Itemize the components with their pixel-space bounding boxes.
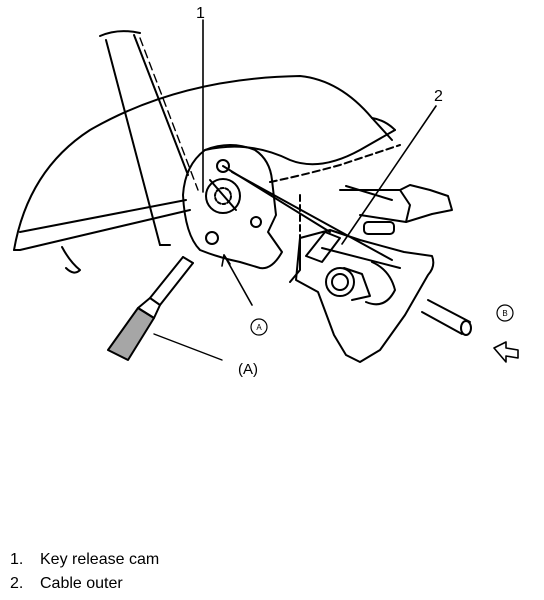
callout-2: 2 — [434, 88, 443, 105]
circle-callout-a-label: A — [256, 323, 262, 332]
lock-bracket — [289, 229, 435, 363]
arrow-b — [493, 341, 519, 363]
screwdriver-tool — [107, 256, 223, 361]
legend: 1. Key release cam 2. Cable outer — [10, 548, 159, 596]
key-cylinder — [339, 184, 453, 235]
mechanism-diagram: A B 1 2 (A) — [13, 5, 519, 378]
callout-leaders — [202, 19, 437, 245]
steering-column — [99, 30, 199, 246]
legend-text: Cable outer — [40, 575, 123, 592]
callout-ref-a: (A) — [238, 361, 258, 378]
housing-cover — [13, 75, 401, 274]
legend-number: 1. — [10, 551, 24, 568]
arrow-a — [221, 254, 253, 306]
legend-item: 2. Cable outer — [10, 572, 159, 596]
key-release-cam — [182, 144, 393, 270]
circle-callout-b-label: B — [502, 309, 507, 318]
shaft — [421, 299, 472, 336]
legend-item: 1. Key release cam — [10, 548, 159, 572]
circle-callout-a: A — [250, 318, 268, 336]
callout-1: 1 — [196, 5, 205, 22]
legend-text: Key release cam — [40, 551, 160, 568]
cable-outer — [299, 194, 401, 269]
circle-callout-b: B — [496, 304, 514, 322]
legend-number: 2. — [10, 575, 24, 592]
